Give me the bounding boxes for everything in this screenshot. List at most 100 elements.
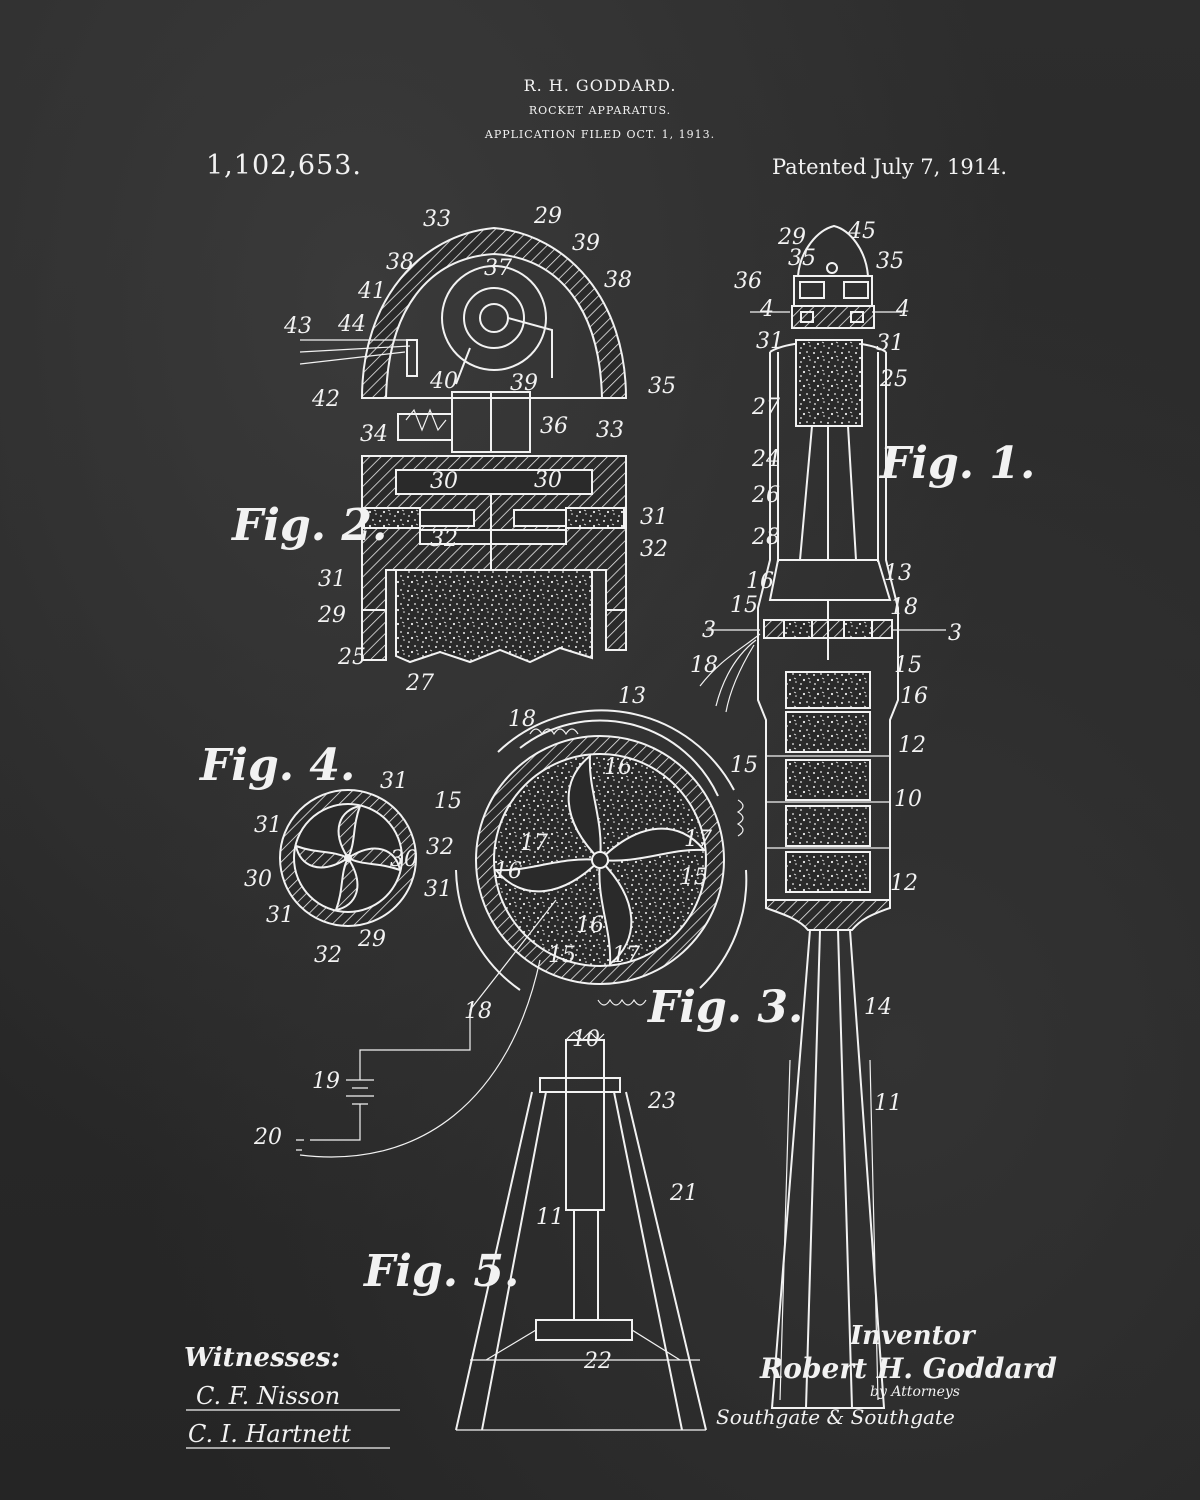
figure-2-drawing xyxy=(299,226,628,664)
fig4-label: 30 xyxy=(390,847,418,872)
fig1-label: 35 xyxy=(788,246,816,271)
fig4-label: 31 xyxy=(266,903,294,928)
fig2-label: 35 xyxy=(648,374,676,399)
figure-5-title: Fig. 5. xyxy=(362,1246,519,1297)
fig2-label: 30 xyxy=(430,469,458,494)
figure-3-title: Fig. 3. xyxy=(646,982,803,1033)
fig2-label: 37 xyxy=(484,256,512,281)
fig1-label: 4 xyxy=(759,297,774,322)
fig1-label: 14 xyxy=(864,995,892,1020)
fig2-label: 25 xyxy=(337,645,366,670)
fig3-label: 17 xyxy=(612,943,640,968)
fig1-label: 27 xyxy=(751,395,780,420)
witnesses-heading: Witnesses: xyxy=(184,1343,340,1373)
fig4-label: 31 xyxy=(380,769,408,794)
fig1-label: 12 xyxy=(890,871,918,896)
fig1-label: 28 xyxy=(751,525,780,550)
witness-signature: C. I. Hartnett xyxy=(188,1420,351,1448)
fig1-label: 31 xyxy=(876,331,904,356)
patent-number: 1,102,653. xyxy=(206,150,362,181)
fig1-label: 18 xyxy=(690,653,718,678)
fig3-label: 15 xyxy=(730,753,758,778)
fig2-label: 40 xyxy=(429,369,458,394)
fig1-label: 4 xyxy=(895,297,910,322)
fig2-label: 29 xyxy=(317,603,346,628)
fig1-label: 16 xyxy=(900,684,928,709)
fig1-label: 15 xyxy=(730,593,758,618)
fig1-label: 13 xyxy=(884,561,912,586)
attorney-by: by Attorneys xyxy=(870,1384,960,1400)
figure-2-title: Fig. 2. xyxy=(230,500,387,551)
figure-1-title: Fig. 1. xyxy=(878,438,1035,489)
inventor-signature: Robert H. Goddard xyxy=(759,1352,1057,1385)
fig2-label: 32 xyxy=(430,527,458,552)
attorney-signature: Southgate & Southgate xyxy=(716,1405,955,1429)
fig2-label: 44 xyxy=(337,312,366,337)
fig4-label: 31 xyxy=(254,813,282,838)
fig5-label: 11 xyxy=(536,1205,564,1230)
fig2-label: 31 xyxy=(640,505,668,530)
fig3-label: 15 xyxy=(548,943,576,968)
figure-3-drawing xyxy=(455,709,748,1006)
fig1-label: 25 xyxy=(879,367,908,392)
fig2-label: 33 xyxy=(423,207,451,232)
fig1-label: 45 xyxy=(847,219,876,244)
fig5-label: 18 xyxy=(464,999,492,1024)
fig2-label: 30 xyxy=(534,468,562,493)
figure-4-title: Fig. 4. xyxy=(198,740,355,791)
fig4-label: 32 xyxy=(426,835,454,860)
fig4-label: 32 xyxy=(314,943,342,968)
fig5-label: 22 xyxy=(583,1349,612,1374)
fig1-label: 3 xyxy=(948,621,962,646)
inventor-heading: Inventor xyxy=(849,1321,977,1351)
fig1-label: 11 xyxy=(874,1091,902,1116)
title-header: ROCKET APPARATUS. xyxy=(528,104,672,117)
figure-4-drawing xyxy=(279,789,417,927)
fig5-label: 10 xyxy=(572,1027,600,1052)
fig2-label: 41 xyxy=(357,279,386,304)
fig1-label: 29 xyxy=(777,225,806,250)
fig2-label: 27 xyxy=(405,671,434,696)
fig5-label: 19 xyxy=(312,1069,340,1094)
fig1-label: 12 xyxy=(898,733,926,758)
fig3-label: 15 xyxy=(680,865,708,890)
fig1-label: 26 xyxy=(751,483,780,508)
fig1-label: 15 xyxy=(894,653,922,678)
fig3-label: 16 xyxy=(576,913,604,938)
fig2-label: 33 xyxy=(596,418,624,443)
fig5-label: 23 xyxy=(647,1089,676,1114)
witness-signature: C. F. Nisson xyxy=(196,1382,340,1410)
fig2-label: 36 xyxy=(540,414,568,439)
fig2-label: 39 xyxy=(510,371,538,396)
fig3-label: 17 xyxy=(520,831,548,856)
fig2-label: 42 xyxy=(311,387,340,412)
fig1-label: 16 xyxy=(746,569,774,594)
figure-5-drawing xyxy=(296,899,707,1431)
fig1-label: 35 xyxy=(876,249,904,274)
fig3-label: 16 xyxy=(494,859,522,884)
fig1-label: 3 xyxy=(702,618,716,643)
fig2-label: 39 xyxy=(572,231,600,256)
fig3-label: 16 xyxy=(604,755,632,780)
filed-header: APPLICATION FILED OCT. 1, 1913. xyxy=(484,128,716,141)
fig2-label: 38 xyxy=(604,268,632,293)
fig5-label: 21 xyxy=(669,1181,698,1206)
fig2-label: 34 xyxy=(360,422,388,447)
fig3-label: 15 xyxy=(434,789,462,814)
fig1-label: 10 xyxy=(894,787,922,812)
fig1-label: 31 xyxy=(756,329,784,354)
fig3-label: 17 xyxy=(684,827,712,852)
fig1-label: 24 xyxy=(751,447,780,472)
fig2-label: 43 xyxy=(283,314,312,339)
fig2-label: 31 xyxy=(318,567,346,592)
patent-date: Patented July 7, 1914. xyxy=(772,155,1008,179)
fig4-label: 29 xyxy=(357,927,386,952)
fig1-label: 36 xyxy=(734,269,762,294)
fig3-label: 18 xyxy=(508,707,536,732)
fig4-label: 31 xyxy=(424,877,452,902)
inventor-header: R. H. GODDARD. xyxy=(523,76,677,95)
fig3-label: 13 xyxy=(618,684,646,709)
fig5-label: 20 xyxy=(253,1125,282,1150)
